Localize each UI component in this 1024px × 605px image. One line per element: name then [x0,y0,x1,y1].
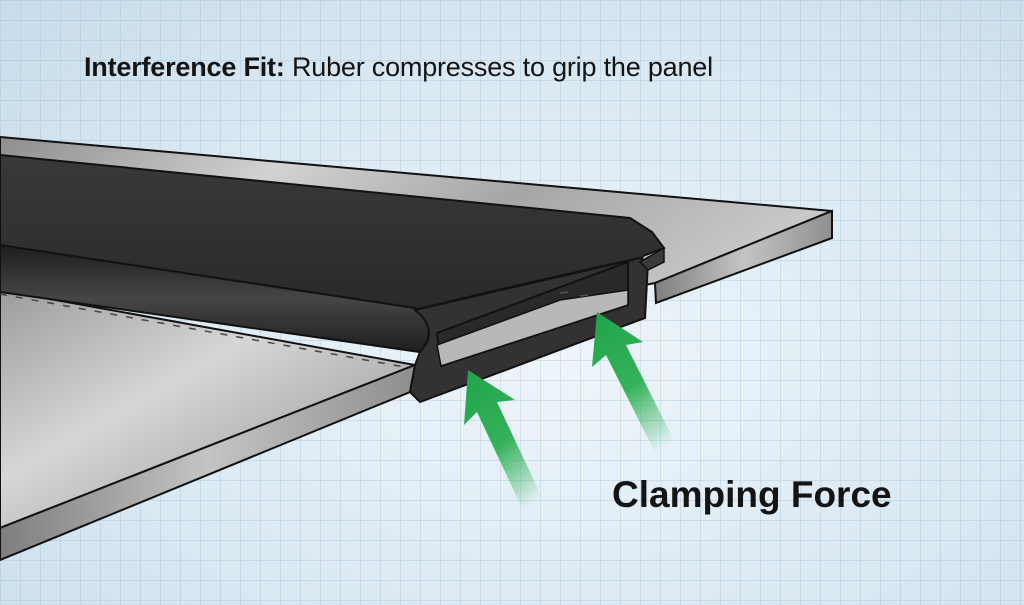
title-description: Ruber compresses to grip the panel [284,52,713,82]
title-separator: : [275,52,285,82]
title-term: Interference Fit [84,52,276,82]
seal-channel-opening [435,260,629,368]
diagram-title: Interference Fit: Ruber compresses to gr… [84,52,713,83]
clamping-force-arrow-left [464,370,555,525]
clamping-force-arrow-right [592,312,688,468]
clamping-force-label: Clamping Force [612,474,892,515]
